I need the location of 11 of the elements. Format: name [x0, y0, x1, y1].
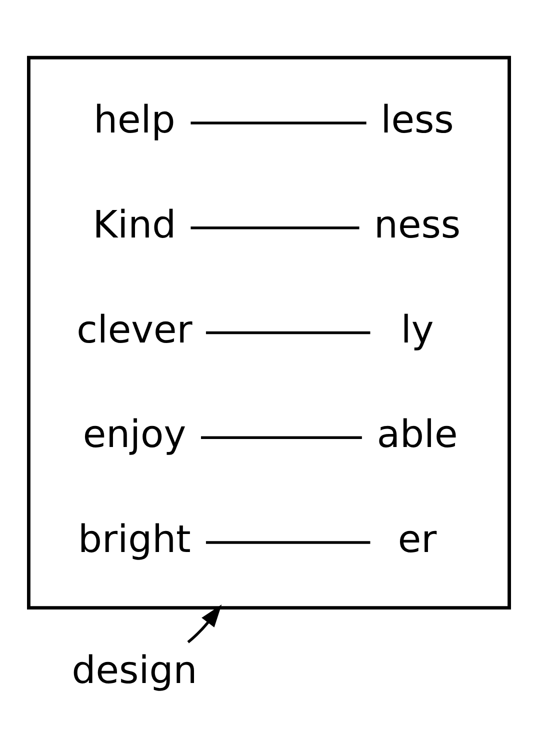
node-text: less	[380, 98, 454, 142]
node-text: Kind	[92, 202, 176, 246]
node-text: er	[398, 517, 437, 562]
node-text: able	[376, 412, 458, 456]
node-text: ness	[374, 202, 461, 246]
node-text: bright	[78, 517, 191, 562]
node-text: ly	[400, 307, 434, 352]
node-text: enjoy	[82, 412, 186, 456]
node-text: help	[94, 98, 176, 142]
node-text: design	[72, 648, 198, 692]
node-text: clever	[76, 307, 192, 352]
